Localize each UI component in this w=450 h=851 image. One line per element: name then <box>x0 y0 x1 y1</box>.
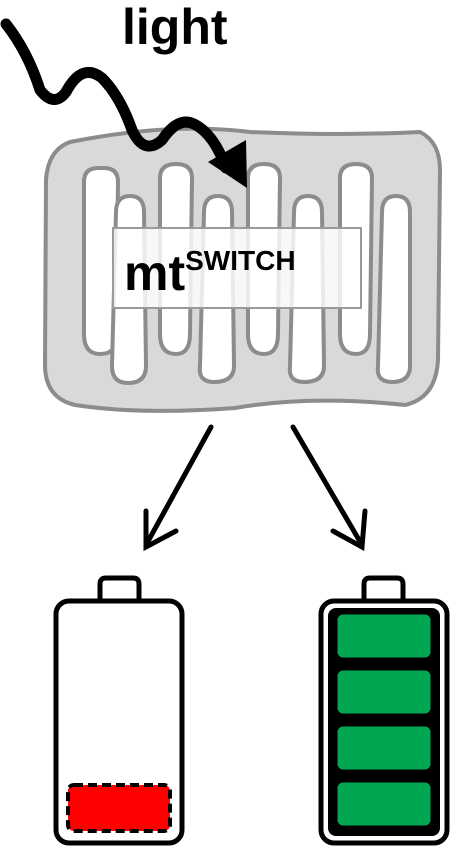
battery-full-cell-1 <box>334 611 434 661</box>
battery-full-cell-2 <box>334 667 434 717</box>
arrow-left-shaft <box>143 424 214 548</box>
mtswitch-label-superscript: SWITCH <box>185 245 295 276</box>
arrow-right-head-icon <box>330 508 368 552</box>
battery-full <box>318 575 450 846</box>
battery-full-cap <box>361 575 406 601</box>
battery-low-cell-1 <box>66 783 172 833</box>
arrow-right-shaft <box>290 424 365 548</box>
light-wave-arrow-icon <box>0 18 232 174</box>
downward-arrows <box>143 424 368 552</box>
battery-low-body <box>53 598 185 846</box>
mtswitch-label: mtSWITCH <box>124 245 296 301</box>
mtswitch-label-base: mt <box>124 245 185 301</box>
battery-full-cell-4 <box>334 779 434 829</box>
crista-8 <box>375 194 412 384</box>
light-label: light <box>122 0 228 55</box>
mtswitch-label-box <box>112 227 362 309</box>
battery-full-cell-3 <box>334 723 434 773</box>
battery-full-inner <box>328 608 440 836</box>
arrow-left-head-icon <box>143 508 179 552</box>
light-arrowhead-icon <box>208 140 247 188</box>
battery-low <box>53 575 185 846</box>
battery-low-cap <box>97 575 142 601</box>
